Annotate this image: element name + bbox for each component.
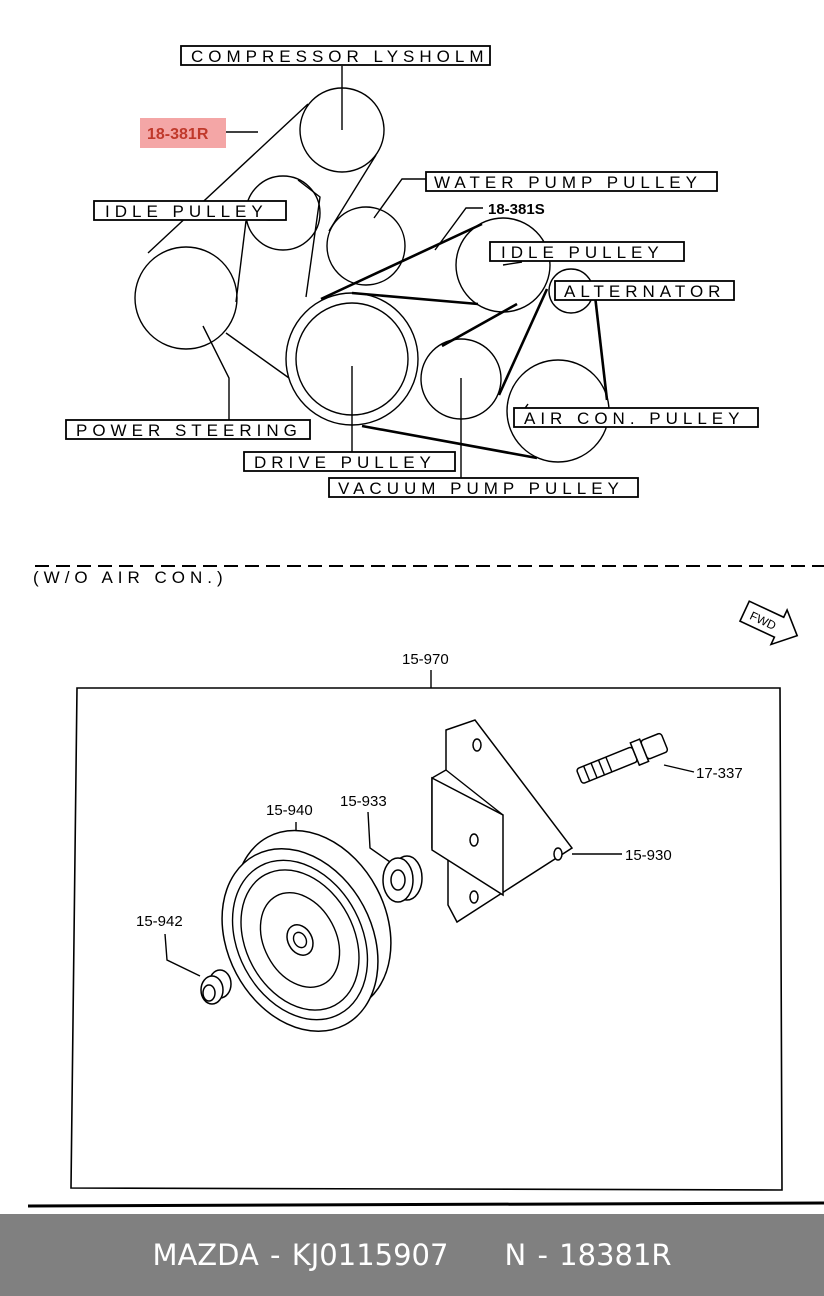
label-part-18-381s: 18-381S [488, 201, 545, 218]
label-box-water-pump [425, 171, 718, 192]
label-part-18-381r: 18-381R [147, 126, 209, 143]
part-15-970: 15-970 [402, 651, 449, 668]
label-power-steering: POWER STEERING [76, 421, 302, 440]
water-pump-pulley [326, 206, 406, 286]
belt-18-381r [147, 103, 377, 379]
label-box-compressor [180, 45, 491, 66]
footer-caption: MAZDA - KJ0115907 N - 18381R [0, 1214, 824, 1296]
part-15-930: 15-930 [625, 847, 672, 864]
bolt-part [576, 732, 669, 784]
label-box-drive [243, 451, 456, 472]
belt-18-381s [320, 222, 609, 460]
label-drive: DRIVE PULLEY [254, 453, 436, 472]
part-15-942: 15-942 [136, 913, 183, 930]
fwd-arrow-icon: FWD [738, 600, 799, 646]
part-number-highlight [140, 118, 226, 148]
footer-brand-part: MAZDA - KJ0115907 [152, 1238, 449, 1272]
part-15-940: 15-940 [266, 802, 313, 819]
label-box-idle-right [489, 241, 685, 262]
assembly-frame [70, 687, 783, 1191]
label-box-vacuum-pump [328, 477, 639, 498]
nut-part [200, 969, 232, 1005]
footer-ref: N - 18381R [504, 1238, 672, 1272]
leader-lines [202, 66, 529, 478]
part-15-933: 15-933 [340, 793, 387, 810]
footer-gap [448, 1238, 504, 1272]
label-box-alternator [554, 280, 735, 301]
label-box-air-con [513, 407, 759, 428]
label-compressor: COMPRESSOR LYSHOLM [191, 47, 489, 66]
spacer-part [382, 855, 423, 903]
variant-note: (W/O AIR CON.) [33, 568, 228, 587]
power-steering-pulley [134, 246, 238, 350]
label-vacuum-pump: VACUUM PUMP PULLEY [338, 479, 624, 498]
label-box-power-steering [65, 419, 311, 440]
label-idle-right: IDLE PULLEY [501, 243, 664, 262]
bracket-part [431, 719, 574, 924]
label-boxes: COMPRESSOR LYSHOLM 18-381R WATER PUMP PU… [65, 45, 759, 498]
label-air-con: AIR CON. PULLEY [524, 409, 745, 428]
label-box-idle-left [93, 200, 287, 221]
label-alternator: ALTERNATOR [564, 282, 725, 301]
pulley-part [221, 829, 392, 1033]
label-water-pump: WATER PUMP PULLEY [434, 173, 702, 192]
footer-rule [27, 1201, 824, 1208]
part-17-337: 17-337 [696, 765, 743, 782]
label-idle-left: IDLE PULLEY [105, 202, 268, 221]
